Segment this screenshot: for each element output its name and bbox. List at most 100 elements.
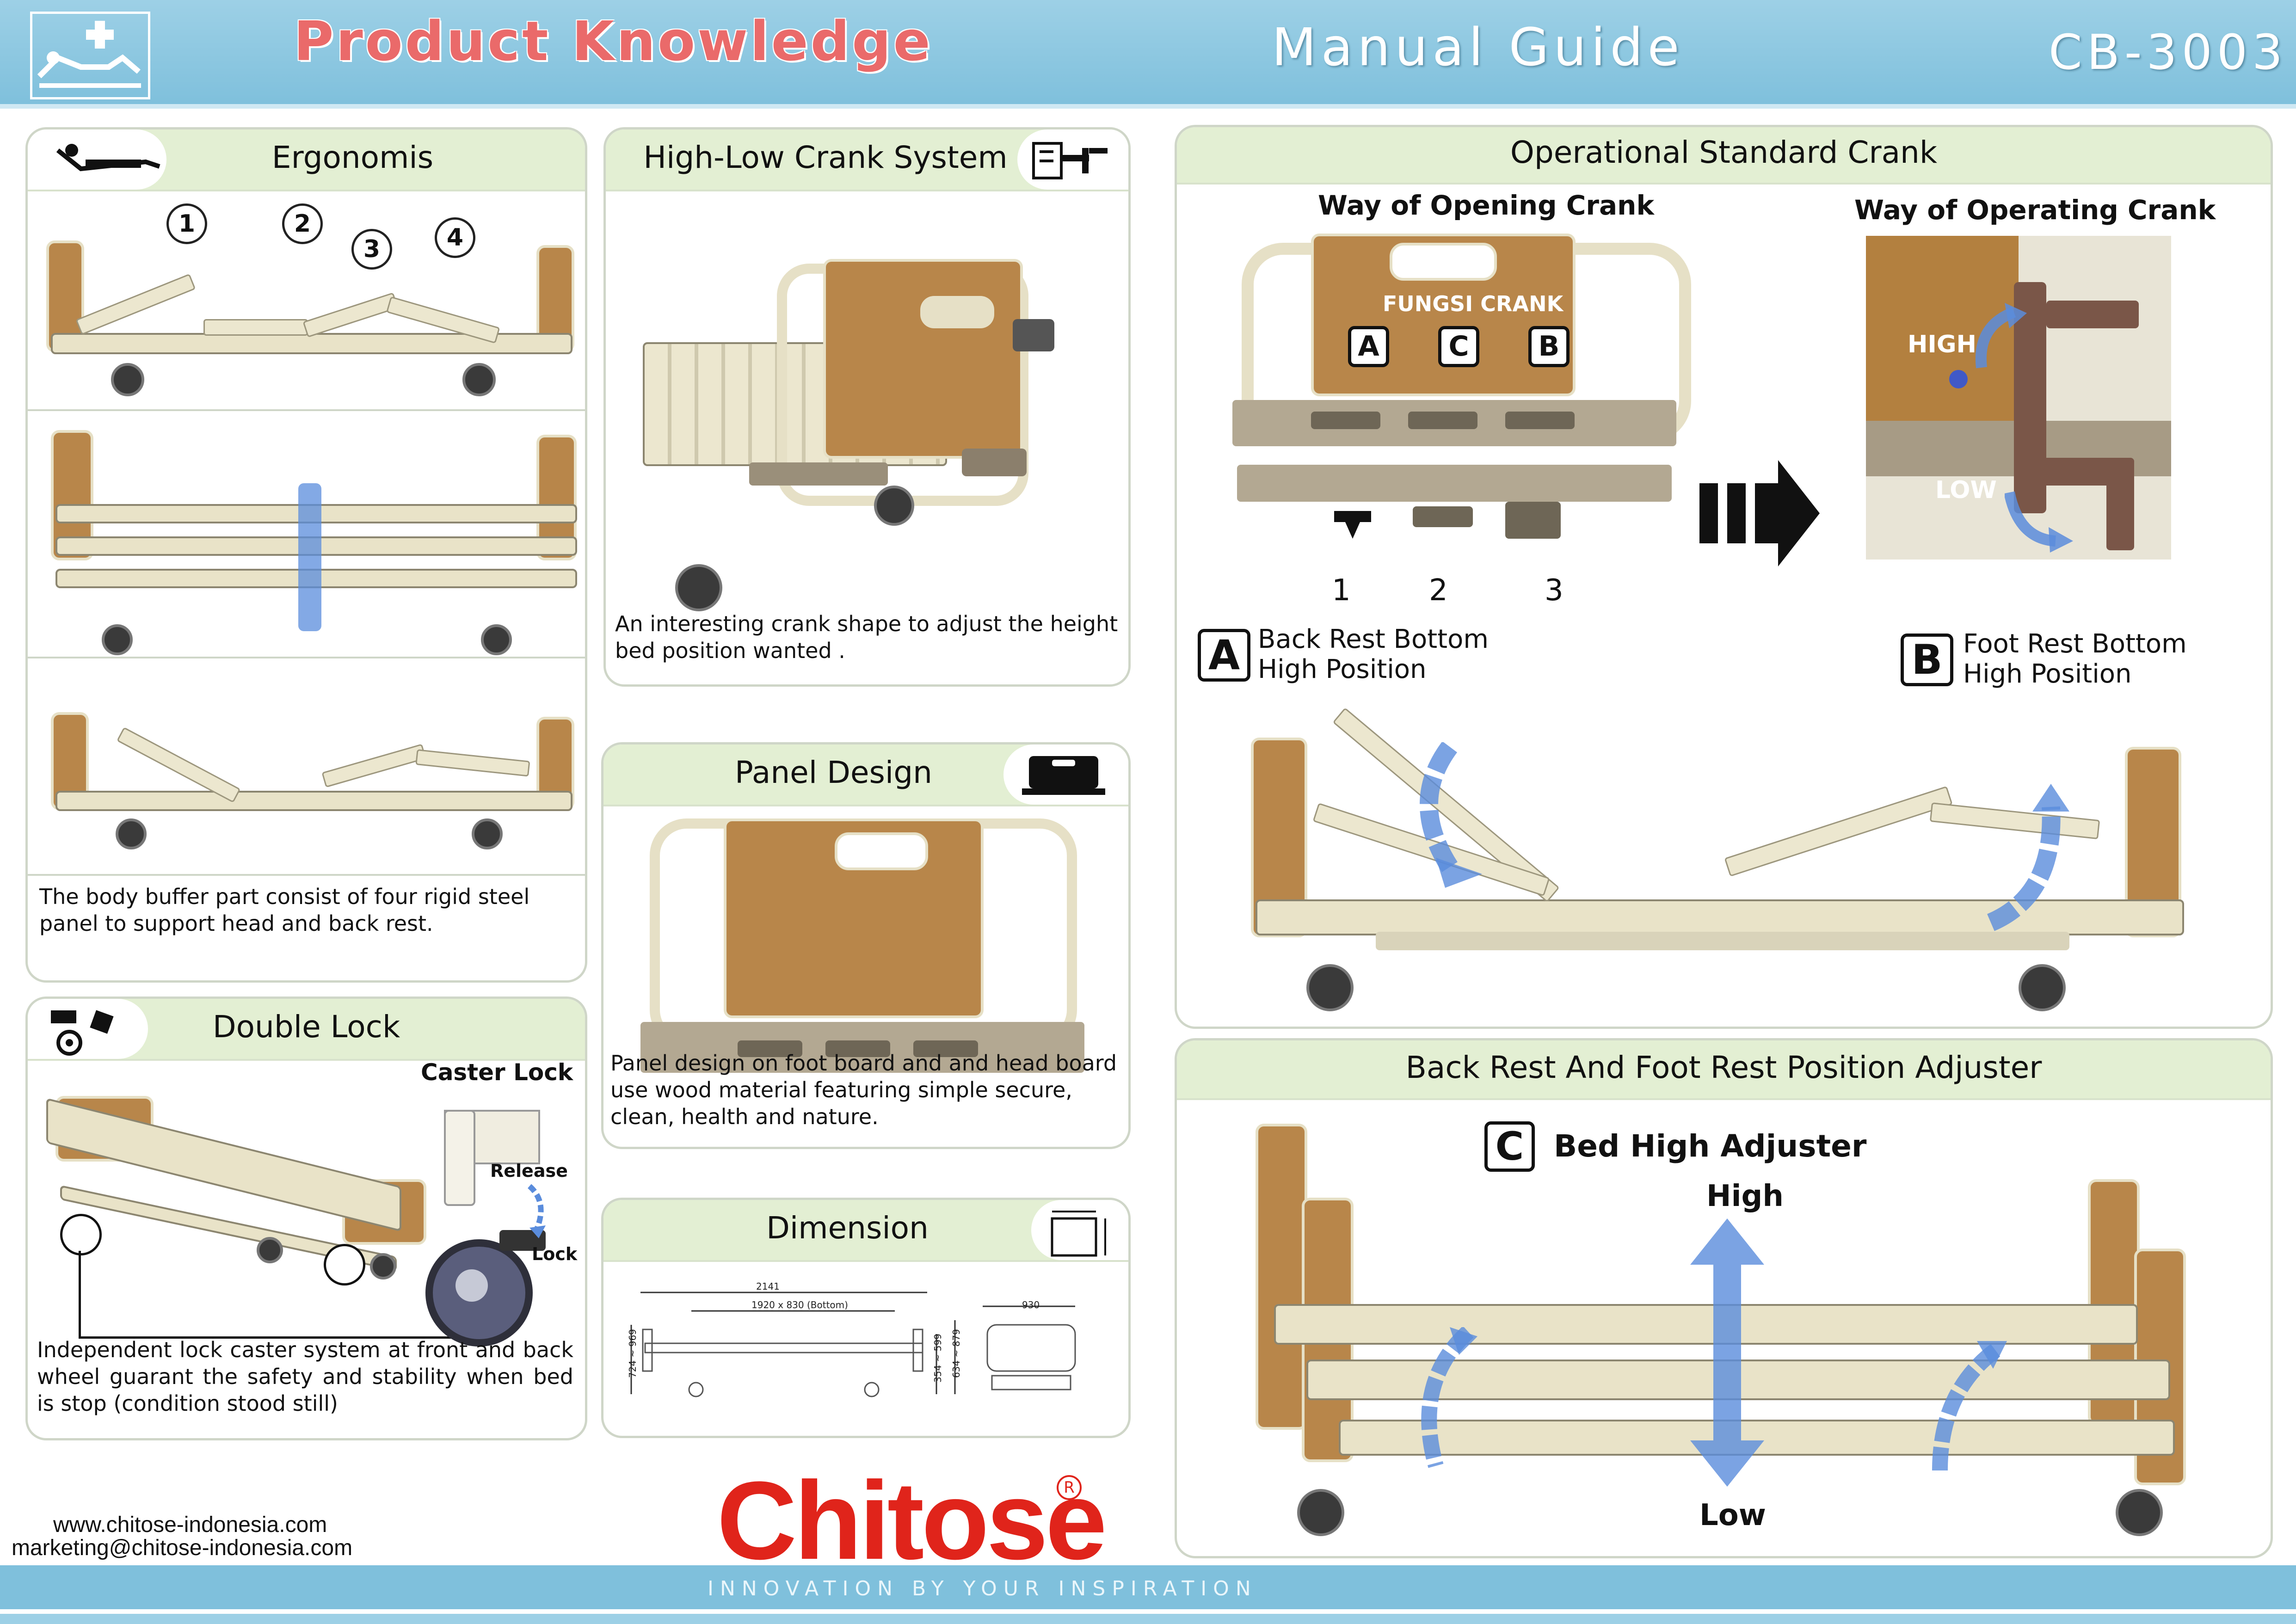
position-adjuster-panel: Back Rest And Foot Rest Position Adjuste… [1175, 1038, 2273, 1558]
dimension-icon [1050, 1205, 1114, 1258]
double-lock-description: Independent lock caster system at front … [37, 1337, 573, 1416]
dimension-width: 930 [1022, 1299, 1040, 1310]
caster-lock-label: Caster Lock [421, 1059, 573, 1086]
ergonomis-title: Ergonomis [271, 140, 434, 175]
dimension-inner: 1920 x 830 (Bottom) [751, 1299, 848, 1310]
operational-crank-title: Operational Standard Crank [1510, 135, 1938, 170]
caster-connector-bottom [79, 1336, 472, 1339]
website-text[interactable]: www.chitose-indonesia.com [53, 1513, 327, 1537]
dimension-mid-range: 634 ~ 879 [950, 1329, 962, 1378]
operational-crank-panel: Operational Standard Crank Way of Openin… [1175, 125, 2273, 1029]
ergonomis-panel: Ergonomis 1 2 3 4 [25, 127, 587, 983]
callout-a-letter: A [1198, 629, 1250, 682]
high-low-crank-panel: High-Low Crank System An interesting cra… [603, 127, 1131, 687]
dimension-low-range: 354 ~ 599 [932, 1334, 943, 1383]
panel-design-title: Panel Design [735, 755, 932, 790]
panel-design-description: Panel design on foot board and and head … [610, 1051, 1117, 1129]
step-number-3: 3 [1545, 573, 1563, 608]
step-number-2: 2 [1429, 573, 1448, 608]
caster-icon [46, 1006, 120, 1057]
tagline-text: INNOVATION BY YOUR INSPIRATION [708, 1577, 1257, 1600]
adjuster-high-label: High [1706, 1179, 1784, 1213]
operating-high-label: HIGH [1908, 331, 1977, 358]
dimension-head-bg [1031, 1200, 1128, 1260]
position-adjuster-title: Back Rest And Foot Rest Position Adjuste… [1405, 1050, 2042, 1085]
ergonomis-number-1: 1 [166, 203, 207, 244]
operating-low-label: LOW [1935, 476, 1997, 504]
foot-rest-arrow-icon [1972, 784, 2074, 932]
header-bar [0, 0, 2296, 104]
lock-label: Lock [532, 1244, 578, 1264]
crank-letter-c: C [1438, 326, 1479, 367]
footer-bar [0, 1565, 2296, 1609]
caster-zoom-right [324, 1244, 365, 1286]
panel-design-panel: Panel Design Panel design on foot board … [601, 742, 1131, 1149]
release-label: Release [490, 1161, 568, 1181]
crank-letter-a: A [1348, 326, 1389, 367]
dimension-drawing [622, 1279, 1112, 1422]
ergonomis-description: The body buffer part consist of four rig… [39, 884, 530, 936]
high-low-crank-header: High-Low Crank System [606, 129, 1128, 191]
operational-bed-image [1246, 691, 2227, 1015]
double-lock-head-bg [28, 999, 148, 1059]
double-lock-header: Double Lock [28, 999, 585, 1061]
opening-crank-image [1232, 234, 1695, 576]
ergonomis-number-3: 3 [351, 229, 392, 270]
operating-crank-title: Way of Operating Crank [1854, 194, 2216, 226]
back-rest-arrow-icon [1394, 741, 1487, 890]
email-text[interactable]: marketing@chitose-indonesia.com [12, 1536, 353, 1560]
chitose-brand-logo: Chitose [717, 1458, 1107, 1582]
adjuster-left-arrow-icon [1408, 1326, 1477, 1475]
dimension-length: 2141 [756, 1281, 780, 1292]
double-lock-bed [46, 1082, 426, 1280]
adjuster-right-arrow-icon [1931, 1336, 2009, 1475]
callout-c-letter: C [1484, 1121, 1535, 1172]
callout-b-line2: High Position [1963, 659, 2132, 689]
dimension-height-range: 724 ~ 969 [627, 1329, 638, 1378]
manual-guide-title: Manual Guide [1272, 18, 1684, 78]
position-adjuster-header: Back Rest And Foot Rest Position Adjuste… [1177, 1040, 2271, 1100]
ergonomis-divider-1 [28, 409, 585, 411]
operational-crank-header: Operational Standard Crank [1177, 127, 2271, 185]
double-lock-panel: Double Lock Caster Lock Release Lock Ind… [25, 997, 587, 1440]
registered-mark: R [1057, 1475, 1082, 1500]
high-low-crank-description: An interesting crank shape to adjust the… [615, 611, 1118, 663]
model-number: CB-3003 [2049, 24, 2288, 80]
callout-a-line2: High Position [1258, 654, 1427, 684]
ergonomis-header: Ergonomis [28, 129, 585, 191]
caster-connector-line [79, 1251, 81, 1339]
rotate-up-arrow-icon [1972, 303, 2028, 372]
ergonomis-bed-top: 1 2 3 4 [37, 203, 574, 407]
caster-detail [416, 1087, 573, 1364]
callout-b-letter: B [1901, 634, 1953, 686]
header-underline [0, 104, 2296, 109]
operating-crank-image [1866, 236, 2171, 560]
high-low-crank-title: High-Low Crank System [643, 140, 1008, 175]
callout-b-line1: Foot Rest Bottom [1963, 629, 2187, 659]
crank-letter-b: B [1528, 326, 1570, 367]
dimension-panel: Dimension 2141 1920 x 830 (Bottom) 724 ~… [601, 1198, 1131, 1438]
dimension-title: Dimension [766, 1210, 929, 1246]
adjuster-low-label: Low [1699, 1498, 1766, 1532]
release-arrow-icon [527, 1184, 550, 1239]
bed-high-adjuster-label: Bed High Adjuster [1554, 1128, 1867, 1164]
bed-height-arrow-icon [1686, 1218, 1769, 1487]
callout-a-line1: Back Rest Bottom [1258, 624, 1489, 654]
rotate-down-arrow-icon [2004, 488, 2074, 553]
step-number-1: 1 [1332, 573, 1351, 608]
ergonomis-number-2: 2 [282, 203, 323, 244]
crank-bed-image [629, 203, 1110, 611]
ergonomis-number-4: 4 [435, 217, 475, 258]
ergonomis-bed-middle [37, 416, 577, 786]
headboard-icon [1017, 751, 1110, 800]
next-step-arrow-icon [1695, 451, 1824, 571]
footer-stripe [0, 1614, 2296, 1624]
panel-design-header: Panel Design [603, 744, 1128, 806]
product-knowledge-title: Product Knowledge [294, 9, 933, 73]
dimension-header: Dimension [603, 1200, 1128, 1262]
caster-zoom-left [60, 1214, 102, 1255]
crank-icon [1031, 139, 1110, 183]
reclining-person-icon [53, 141, 164, 180]
panel-design-image [640, 818, 1103, 1077]
bed-logo-icon [30, 11, 151, 100]
